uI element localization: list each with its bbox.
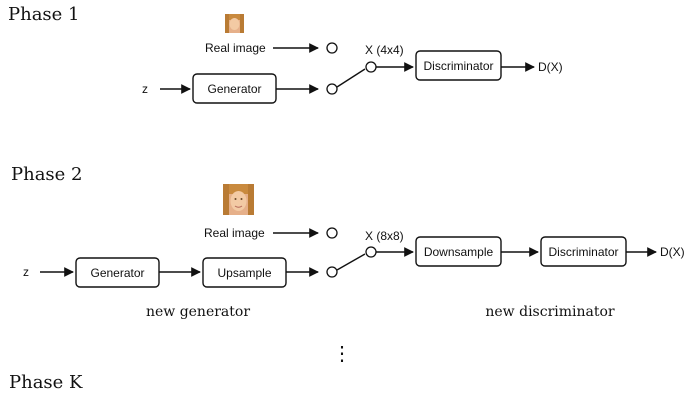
phase-1-title: Phase 1 [8,4,80,25]
phase-k: Phase K [9,372,83,393]
phase-k-title: Phase K [9,372,83,393]
real-image-label: Real image [205,41,266,55]
discriminator-label: Discriminator [423,59,493,73]
real-image-thumbnail-large [223,184,254,215]
upsample-label: Upsample [217,266,271,280]
generator-label: Generator [90,266,144,280]
switch-lever [336,68,366,88]
phase-2-title: Phase 2 [11,164,83,185]
real-image-label: Real image [204,226,265,240]
output-label: D(X) [660,245,685,259]
phase-2: Phase 2 Real image z Generator Upsample … [11,164,685,320]
switch-node [365,61,377,73]
latent-z-label: z [23,265,29,279]
switch-node [365,246,377,258]
sample-size-label: X (4x4) [365,43,404,57]
new-generator-caption: new generator [146,304,250,320]
discriminator-label: Discriminator [548,245,618,259]
latent-z-label: z [142,82,148,96]
generated-image-node [326,83,338,95]
discriminator-box [415,50,502,81]
real-image-node [326,42,338,54]
sample-size-label: X (8x8) [365,229,404,243]
new-discriminator-caption: new discriminator [485,304,615,320]
vertical-ellipsis: ⋮ [332,341,352,365]
downsample-label: Downsample [424,245,494,259]
real-image-thumbnail-small [225,14,244,33]
generator-label: Generator [207,82,261,96]
real-image-node [326,227,338,239]
phase-1: Phase 1 Real image z Generator X (4x4) D… [8,4,563,104]
switch-lever [336,253,366,271]
generated-image-node [326,266,338,278]
output-label: D(X) [538,60,563,74]
